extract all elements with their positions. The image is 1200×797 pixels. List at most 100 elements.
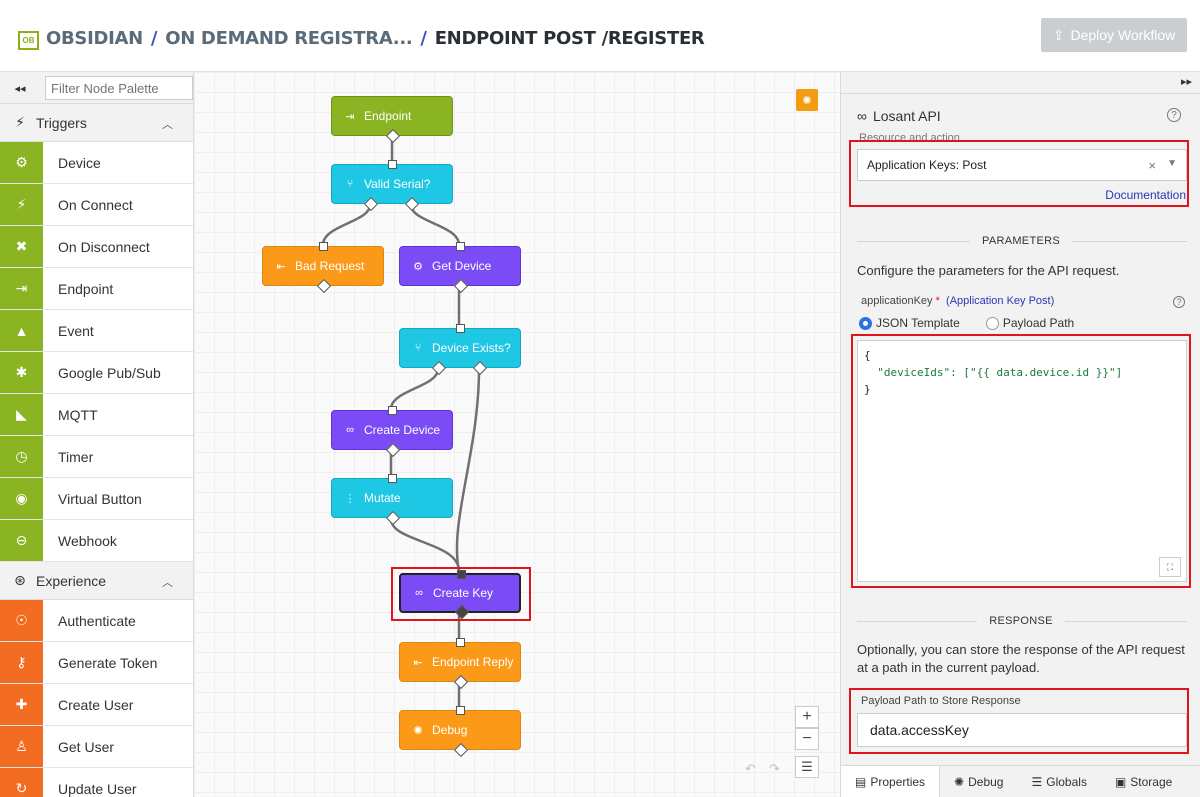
warning-icon: ▲ bbox=[0, 310, 43, 351]
palette-section-triggers[interactable]: ⚡Triggers︿ bbox=[0, 104, 193, 142]
node-label: Debug bbox=[432, 723, 468, 737]
workflow-node-mutate[interactable]: ⋮ Mutate bbox=[331, 474, 453, 526]
node-input-port[interactable] bbox=[388, 160, 397, 169]
hamburger-icon[interactable]: ☰ bbox=[795, 756, 819, 778]
fingerprint-icon: ☉ bbox=[0, 600, 43, 641]
palette-node-device[interactable]: ⚙Device bbox=[0, 142, 193, 184]
workflow-node-create-key[interactable]: ∞ Create Key bbox=[399, 570, 521, 620]
palette-node-label: Generate Token bbox=[58, 654, 158, 671]
panel-tabs: ▤ Properties ✺ Debug ☰ Globals ▣ Storage bbox=[841, 765, 1200, 797]
node-input-port[interactable] bbox=[457, 570, 466, 579]
chip-icon: ⚙ bbox=[413, 260, 423, 273]
workflow-node-get-device[interactable]: ⚙ Get Device bbox=[399, 242, 521, 294]
chevron-up-icon[interactable]: ︿ bbox=[162, 577, 173, 589]
node-input-port[interactable] bbox=[388, 406, 397, 415]
breadcrumb-separator: / bbox=[150, 28, 158, 49]
help-icon[interactable]: ? bbox=[1167, 108, 1181, 122]
palette-section-experience[interactable]: ⊛Experience︿ bbox=[0, 562, 193, 600]
palette-node-create-user[interactable]: ✚Create User bbox=[0, 684, 193, 726]
wire-valid-serial-bad-request bbox=[321, 204, 372, 246]
panel-title: ∞ Losant API bbox=[857, 108, 941, 124]
losant-api-icon: ∞ bbox=[857, 108, 867, 124]
double-chevron-right-icon[interactable]: ▸▸ bbox=[1180, 76, 1192, 88]
panel-title-text: Losant API bbox=[872, 108, 941, 124]
palette-node-update-user[interactable]: ↻Update User bbox=[0, 768, 193, 797]
workflow-node-valid-serial[interactable]: ⑂ Valid Serial? bbox=[331, 160, 453, 212]
node-input-port[interactable] bbox=[456, 324, 465, 333]
chevron-down-icon[interactable]: ▼ bbox=[1167, 158, 1177, 169]
link-icon: ⊖ bbox=[0, 520, 43, 561]
workflow-node-create-device[interactable]: ∞ Create Device bbox=[331, 406, 453, 458]
palette-node-generate-token[interactable]: ⚷Generate Token bbox=[0, 642, 193, 684]
palette-node-virtual-button[interactable]: ◉ Virtual Button bbox=[0, 478, 193, 520]
node-input-port[interactable] bbox=[319, 242, 328, 251]
workflow-node-endpoint[interactable]: ⇥ Endpoint bbox=[331, 96, 453, 144]
clear-icon[interactable]: × bbox=[1148, 158, 1156, 173]
workflow-node-debug[interactable]: ✺ Debug bbox=[399, 706, 521, 758]
breadcrumb-workflow[interactable]: ON DEMAND REGISTRA... bbox=[165, 28, 413, 49]
mutate-icon: ⋮ bbox=[344, 492, 356, 505]
tab-globals[interactable]: ☰ Globals bbox=[1031, 775, 1087, 789]
chevron-up-icon[interactable]: ︿ bbox=[162, 119, 173, 131]
wire-valid-serial-get-device bbox=[409, 204, 461, 246]
application-key-post-link[interactable]: (Application Key Post) bbox=[946, 295, 1055, 307]
node-palette: ◂◂ ⚡Triggers︿⚙Device⚡On Connect✖ On Disco… bbox=[0, 72, 194, 797]
documentation-link[interactable]: Documentation bbox=[1105, 188, 1186, 202]
palette-node-authenticate[interactable]: ☉Authenticate bbox=[0, 600, 193, 642]
palette-node-webhook[interactable]: ⊖Webhook bbox=[0, 520, 193, 562]
json-template-label: JSON Template bbox=[876, 316, 960, 330]
code-line: } bbox=[864, 383, 871, 396]
unplug-icon: ✖ bbox=[0, 226, 43, 267]
palette-node-event[interactable]: ▲Event bbox=[0, 310, 193, 352]
workflow-node-bad-request[interactable]: ⇤ Bad Request bbox=[262, 242, 384, 294]
breadcrumb-separator: / bbox=[420, 28, 427, 49]
json-template-radio[interactable] bbox=[859, 316, 872, 330]
palette-node-endpoint[interactable]: ⇥Endpoint bbox=[0, 268, 193, 310]
undo-icon[interactable]: ↶ bbox=[745, 761, 756, 776]
palette-sections: ⚡Triggers︿⚙Device⚡On Connect✖ On Disconne… bbox=[0, 104, 193, 797]
palette-node-label: Get User bbox=[58, 738, 115, 755]
branch-icon: ⑂ bbox=[346, 178, 354, 190]
workflow-node-device-exists[interactable]: ⑂ Device Exists? bbox=[399, 324, 521, 376]
breadcrumb-current: ENDPOINT POST /REGISTER bbox=[434, 28, 705, 49]
tab-storage[interactable]: ▣ Storage bbox=[1114, 775, 1173, 789]
node-properties-panel: ▸▸ ∞ Losant API ? Resource and action Ap… bbox=[840, 72, 1200, 797]
code-line: { bbox=[864, 349, 871, 362]
zoom-out-button[interactable]: − bbox=[795, 728, 819, 750]
double-chevron-left-icon[interactable]: ◂◂ bbox=[14, 82, 26, 95]
node-input-port[interactable] bbox=[388, 474, 397, 483]
workflow-canvas[interactable]: ⇥ Endpoint ⑂ Valid Serial? ⇤ Bad Request… bbox=[194, 72, 840, 797]
sliders-icon: ▤ bbox=[855, 775, 867, 789]
bug-icon[interactable]: ✺ bbox=[796, 89, 818, 111]
palette-node-get-user[interactable]: ♙Get User bbox=[0, 726, 193, 768]
palette-node-on-connect[interactable]: ⚡On Connect bbox=[0, 184, 193, 226]
store-response-input[interactable]: data.accessKey bbox=[857, 713, 1187, 747]
palette-node-google-pub-sub[interactable]: ✱Google Pub/Sub bbox=[0, 352, 193, 394]
json-template-editor[interactable]: { "deviceIds": ["{{ data.device.id }}"]} bbox=[857, 340, 1187, 582]
palette-node-mqtt[interactable]: ◣MQTT bbox=[0, 394, 193, 436]
node-input-port[interactable] bbox=[456, 706, 465, 715]
workflow-node-endpoint-reply[interactable]: ⇤ Endpoint Reply bbox=[399, 638, 521, 690]
tab-debug[interactable]: ✺ Debug bbox=[954, 775, 1004, 789]
redo-icon[interactable]: ↷ bbox=[769, 761, 780, 776]
radio-button-icon: ◉ bbox=[0, 478, 43, 519]
node-label: Valid Serial? bbox=[364, 177, 431, 191]
node-input-port[interactable] bbox=[456, 638, 465, 647]
payload-path-radio[interactable] bbox=[985, 316, 999, 330]
palette-node-label: On Disconnect bbox=[58, 238, 150, 255]
fullscreen-icon[interactable]: ⛶ bbox=[1159, 557, 1181, 577]
palette-node-on-disconnect[interactable]: ✖ On Disconnect bbox=[0, 226, 193, 268]
help-icon[interactable]: ? bbox=[1173, 296, 1185, 308]
zoom-in-button[interactable]: + bbox=[795, 706, 819, 728]
filter-node-palette-input[interactable] bbox=[45, 76, 193, 100]
node-input-port[interactable] bbox=[456, 242, 465, 251]
breadcrumb-app[interactable]: OBSIDIAN bbox=[46, 28, 143, 49]
palette-node-timer[interactable]: ◷Timer bbox=[0, 436, 193, 478]
app-logo-icon[interactable]: OB bbox=[18, 31, 39, 50]
bug-icon: ✺ bbox=[954, 775, 965, 789]
deploy-workflow-button[interactable]: ⇪ Deploy Workflow bbox=[1041, 18, 1187, 52]
tab-properties[interactable]: ▤ Properties bbox=[841, 766, 941, 797]
palette-node-label: Timer bbox=[58, 448, 94, 465]
resource-action-select[interactable]: Application Keys: Post × ▼ bbox=[857, 149, 1187, 181]
palette-node-label: Virtual Button bbox=[58, 490, 142, 507]
